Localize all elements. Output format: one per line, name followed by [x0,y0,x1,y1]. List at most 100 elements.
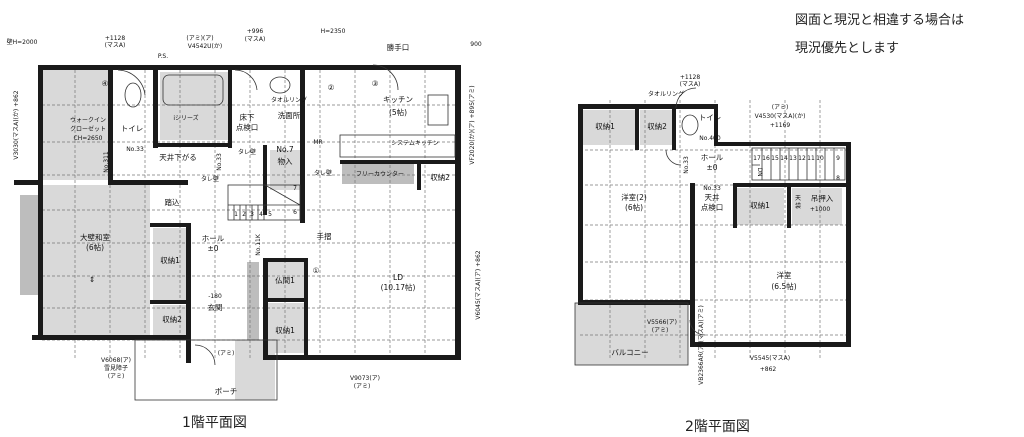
dn-label: DN [756,167,763,176]
floor1-labels: 壁H=2000 +1128 (マスA) P.S. (アミ)(ア) V4542U(… [7,28,482,431]
porch-area [235,340,275,400]
no33-label: No.33 [683,156,690,174]
storage2-right-label: 収納2 [430,172,450,182]
storage1-mid-label: 収納1 [275,325,295,335]
window-top-left-label: +1128 [105,35,125,42]
floor2-title: 2階平面図 [685,419,750,435]
genkan-level-label: -180 [208,293,222,300]
double-arrow-icon: ⇕ [89,275,95,284]
floor2-labels: タオルリング +1128 (マスA) トイレ 収納1 収納2 No.400 ホー… [595,74,840,435]
window-top-label2: V4530(マスA)(か) [755,113,806,120]
butsuma-area [268,262,304,298]
stair-number: 11 [807,155,815,162]
walk-in-label2: クローゼット [70,125,106,133]
entry-step-label: 踏込 [165,197,180,207]
window-bottom-label2: +862 [760,366,777,373]
porch-outline [134,339,278,401]
floor2-stair-numbers: 17 16 15 14 13 12 11 10 9 8 [753,155,840,182]
h2350-label: H=2350 [321,28,346,35]
floor1-title: 1階平面図 [182,415,247,431]
japanese-room-label: 大壁和室 [80,232,110,242]
stair-number: 13 [789,155,797,162]
porch-label: ポーチ [215,387,238,396]
tenbukuro-label: 天 [795,195,801,202]
window-top-label3: +1169 [770,122,790,129]
genkan-label: 玄関 [208,302,223,312]
storage2-top-label: 収納2 [647,121,667,131]
floor2-plan [574,87,851,366]
ceiling-hatch-label: No.33 [703,185,721,192]
towel-ring-label: タオルリング [648,90,684,98]
marker-1: ① [313,266,320,275]
marker-3: ③ [372,79,379,88]
western-room2-label: 洋室(2) [621,192,647,202]
note-line2: 現況優先とします [795,41,899,56]
balcony-outline [574,302,689,366]
stair-number: 12 [798,155,806,162]
left-bay-window [20,195,38,295]
floor1-stairs [227,184,301,221]
storage1-top-area [580,110,635,145]
western-room-label: 洋室 [777,270,792,280]
window-bottom-left-label2: 雪見障子 [104,364,128,372]
stair-number: 15 [771,155,779,162]
japanese-room-area [42,185,150,335]
ld-size-label: (10.17帖) [381,282,416,292]
back-door-label: 勝手口 [387,42,410,52]
floor-hatch-label2: 点検口 [236,122,259,132]
mr-label: MR [313,139,322,146]
toilet-no-label: No.33 [126,146,144,153]
stair-number: 7 [293,185,297,192]
hanging-closet-height-label: +1000 [810,206,830,213]
bath-window-label2: V4542U(か) [188,43,222,50]
towel-ring-label: タオルリング [271,96,307,104]
tare-wall-label-3: タレ壁 [201,175,219,183]
kitchen-size-label: (5帖) [389,107,407,117]
washroom-label: 洗面所 [278,110,301,120]
bath-label: iシリーズ [173,114,198,122]
hanging-closet-label: 吊押入 [811,193,834,203]
marker-2: ② [328,83,335,92]
wash-window-label: +996 [247,28,264,35]
floor1-grid [42,65,460,360]
stair-number: 8 [836,175,840,182]
stair-number: 10 [816,155,824,162]
storage1-mid-label: 収納1 [750,200,770,210]
hanging-closet-area [792,188,842,225]
dim-900-label: 900 [470,41,482,48]
genkan-ami-label: (アミ) [218,350,235,357]
ceiling-hatch-label3: 点検口 [701,202,724,212]
toilet-window-label: +1128 [680,74,700,81]
japanese-room-size-label: (6帖) [86,242,104,252]
balcony-area [575,303,688,365]
hall-level-label: ±0 [706,163,717,172]
window-balcony-label: V5566(ア) [647,319,677,326]
window-bottom-label: V5545(マスA) [750,355,790,362]
system-kitchen-label: システムキッチン [391,140,439,147]
stair-number: 14 [780,155,788,162]
note-line1: 図面と現況と相違する場合は [795,13,964,28]
no311-label: No.311 [103,151,110,173]
floor2-stairs [751,147,846,181]
closet-no7-label: No.7 [276,145,293,154]
window-bottom-left-label: V6068(ア) [101,357,131,364]
hall-label: ホール [202,234,225,243]
storage2-left-label: 収納2 [162,314,182,324]
right-window-bottom-label: V6045(マスA)(ア) +862 [475,250,482,319]
butsuma-label: 仏間1 [275,276,295,285]
floor2-grid [580,100,850,360]
storage1-mid-area [736,188,784,225]
hall-label: ホール [701,153,724,162]
closet-no7-label2: 物入 [278,156,293,166]
no33-vertical-label: No.33 [216,153,223,171]
floor2-walls [578,104,851,347]
toilet-window-label2: (マスA) [680,81,701,88]
stair-number: 5 [268,211,272,218]
ps-label: P.S. [158,53,168,60]
stair-number: 3 [250,211,254,218]
marker-4: ④ [102,79,109,88]
stair-number: 9 [836,155,840,162]
stair-number: 6 [293,209,297,216]
storage1-left-label: 収納1 [160,255,180,265]
ld-label: LD [393,273,403,282]
